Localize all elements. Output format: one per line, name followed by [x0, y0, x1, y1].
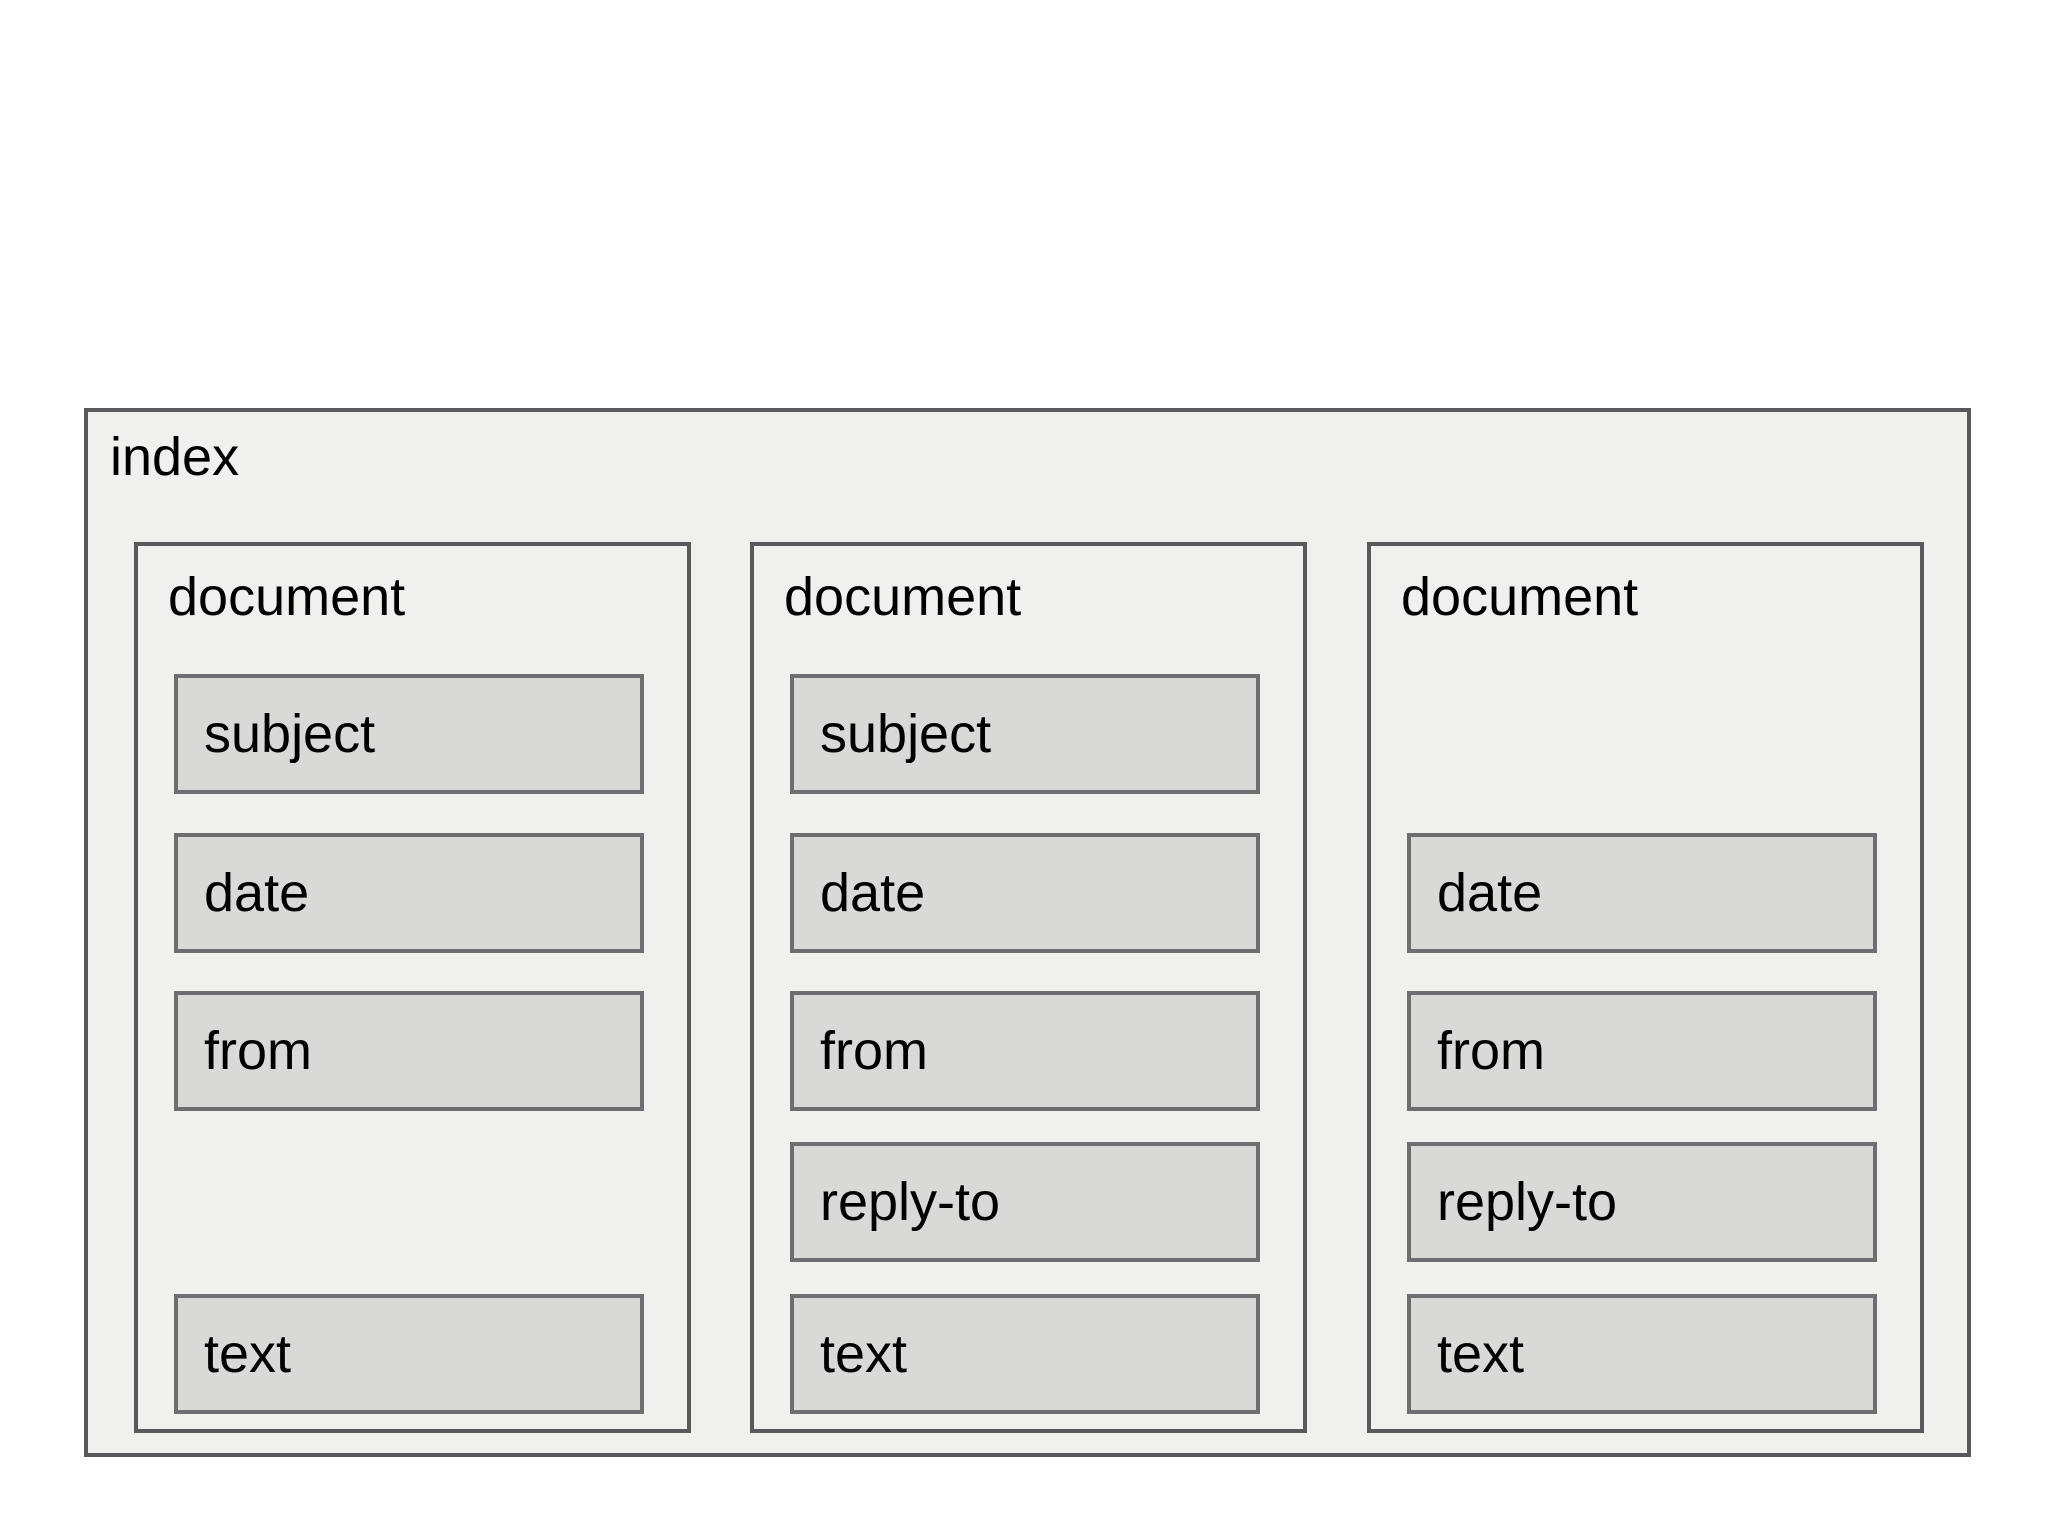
field-reply-to: reply-to — [1407, 1142, 1877, 1262]
document-label: document — [1401, 567, 1639, 627]
field-text: text — [790, 1294, 1260, 1414]
index-container: index document subject date from text do… — [84, 408, 1971, 1457]
field-from: from — [1407, 991, 1877, 1111]
field-reply-to: reply-to — [790, 1142, 1260, 1262]
field-date: date — [1407, 833, 1877, 953]
field-text: text — [174, 1294, 644, 1414]
document-label: document — [168, 567, 406, 627]
document-box-1: document subject date from text — [134, 542, 691, 1433]
index-label: index — [110, 427, 240, 487]
field-subject: subject — [790, 674, 1260, 794]
field-from: from — [790, 991, 1260, 1111]
field-from: from — [174, 991, 644, 1111]
document-box-3: document date from reply-to text — [1367, 542, 1924, 1433]
document-label: document — [784, 567, 1022, 627]
field-subject: subject — [174, 674, 644, 794]
document-box-2: document subject date from reply-to text — [750, 542, 1307, 1433]
field-text: text — [1407, 1294, 1877, 1414]
field-date: date — [174, 833, 644, 953]
field-date: date — [790, 833, 1260, 953]
